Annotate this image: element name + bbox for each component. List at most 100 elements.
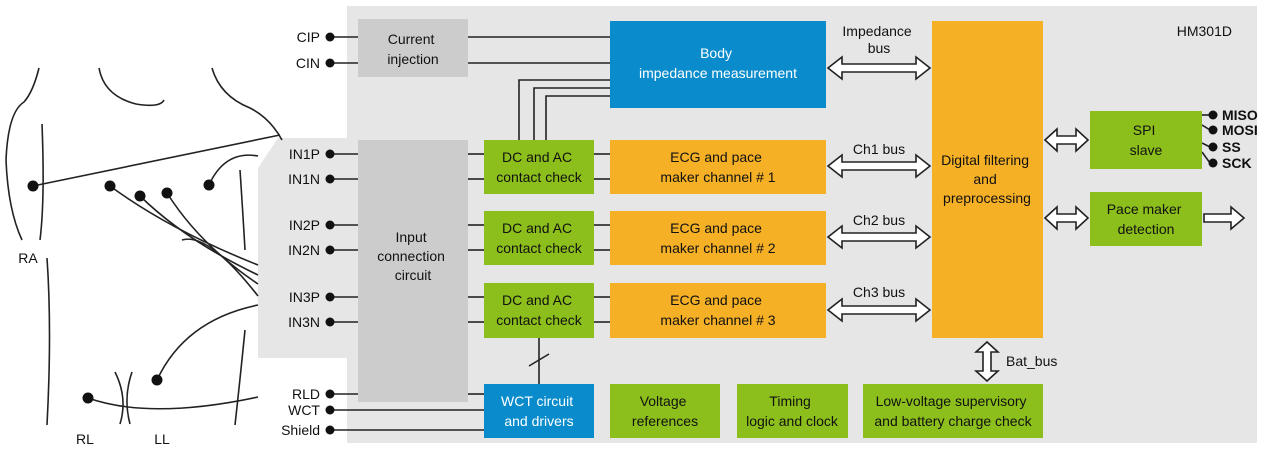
pin-ss: SS: [1222, 139, 1241, 155]
ch1-bus-arrow: [826, 153, 932, 179]
bus-arrows: [826, 55, 1246, 383]
svg-text:Voltage references: Voltage references: [632, 393, 698, 429]
block-voltage-references: Voltage references: [610, 384, 720, 438]
svg-text:DC and AC contact check: DC and AC contact check: [496, 149, 583, 185]
svg-text:Current injection: Current injection: [387, 31, 438, 67]
block-input-connection-line3: circuit: [395, 267, 432, 283]
block-body-impedance-line2: impedance measurement: [639, 65, 797, 81]
pin-cin: CIN: [296, 55, 320, 71]
impedance-bus-label: Impedance bus: [842, 23, 915, 56]
impedance-bus-arrow: [826, 55, 932, 81]
block-dc-ac-3: DC and AC contact check: [484, 283, 594, 338]
bat-bus-label: Bat_bus: [1006, 353, 1057, 369]
body-label-ll: LL: [154, 431, 170, 447]
svg-text:Input connection c: Input connection circuit: [377, 229, 449, 283]
pace-bus-arrow: [1043, 205, 1090, 231]
svg-text:ECG and pace maker chann: ECG and pace maker channel # 2: [660, 220, 775, 256]
block-wct-circuit-line1: WCT circuit: [501, 393, 573, 409]
svg-text:Timing logic and clock: Timing logic and clock: [746, 393, 839, 429]
block-body-impedance: Body impedance measurement: [610, 21, 826, 108]
block-input-connection: Input connection circuit: [358, 140, 468, 402]
block-timing-logic-line1: Timing: [769, 393, 811, 409]
block-dc-ac-2: DC and AC contact check: [484, 211, 594, 265]
electrode-rl: [82, 392, 94, 404]
block-dc-ac-1-line1: DC and AC: [502, 149, 572, 165]
block-voltage-references-line2: references: [632, 413, 698, 429]
electrode-la: [203, 179, 215, 191]
block-pace-detection-line2: detection: [1118, 221, 1175, 237]
pin-in1p: IN1P: [289, 146, 320, 162]
block-digital-filtering-line1: Digital filtering: [941, 152, 1029, 168]
electrode-ra: [27, 180, 39, 192]
block-ecg-1-line2: maker channel # 1: [660, 169, 775, 185]
block-input-connection-line2: connection: [377, 248, 445, 264]
electrode-v3: [161, 187, 173, 199]
pin-wct: WCT: [288, 402, 320, 418]
pin-in3p: IN3P: [289, 289, 320, 305]
block-spi-slave-line1: SPI: [1133, 122, 1156, 138]
block-voltage-references-line1: Voltage: [640, 393, 687, 409]
pin-in2n: IN2N: [288, 242, 320, 258]
electrode-leads: [32, 134, 281, 410]
ch1-bus-label: Ch1 bus: [853, 141, 905, 157]
electrode-v2: [134, 190, 146, 202]
block-digital-filtering-line3: preprocessing: [943, 190, 1031, 206]
ch2-bus-arrow: [826, 224, 932, 250]
pin-in1n: IN1N: [288, 171, 320, 187]
bat-bus-arrow: [973, 340, 1001, 383]
block-ecg-2-line1: ECG and pace: [670, 220, 762, 236]
signal-lines: [330, 36, 1211, 431]
svg-text:Digital filtering and: Digital filtering and preprocessing: [941, 152, 1033, 206]
pace-output-arrow: [1203, 205, 1246, 231]
ch3-bus-label: Ch3 bus: [853, 284, 905, 300]
block-ecg-3-line2: maker channel # 3: [660, 312, 775, 328]
pin-in3n: IN3N: [288, 314, 320, 330]
block-ecg-3: ECG and pace maker channel # 3: [610, 283, 826, 338]
block-low-voltage-line1: Low-voltage supervisory: [876, 393, 1027, 409]
electrode-dots: [27, 179, 215, 404]
svg-text:ECG and pace maker chann: ECG and pace maker channel # 1: [660, 149, 775, 185]
pin-shield: Shield: [281, 422, 320, 438]
block-digital-filtering: Digital filtering and preprocessing: [932, 21, 1043, 338]
pin-dots: [325, 32, 1218, 435]
block-wct-circuit-line2: and drivers: [504, 413, 573, 429]
block-input-connection-line1: Input: [395, 229, 426, 245]
block-pace-detection: Pace maker detection: [1090, 192, 1202, 246]
body-label-ra: RA: [18, 250, 38, 266]
block-dc-ac-1: DC and AC contact check: [484, 140, 594, 194]
block-current-injection-line2: injection: [387, 51, 438, 67]
block-ecg-2-line2: maker channel # 2: [660, 240, 775, 256]
pin-mosi: MOSI: [1222, 122, 1258, 138]
pin-sck: SCK: [1222, 155, 1252, 171]
block-dc-ac-2-line2: contact check: [496, 240, 583, 256]
block-ecg-3-line1: ECG and pace: [670, 292, 762, 308]
pin-miso: MISO: [1222, 107, 1258, 123]
block-dc-ac-2-line1: DC and AC: [502, 220, 572, 236]
electrode-ll: [151, 374, 163, 386]
block-timing-logic: Timing logic and clock: [737, 384, 848, 438]
block-ecg-2: ECG and pace maker channel # 2: [610, 211, 826, 265]
block-wct-circuit: WCT circuit and drivers: [484, 384, 594, 438]
spi-bus-arrow: [1043, 127, 1090, 153]
svg-text:WCT circuit and drivers: WCT circuit and drivers: [501, 393, 577, 429]
ch2-bus-label: Ch2 bus: [853, 212, 905, 228]
electrode-v1: [104, 180, 116, 192]
svg-text:DC and AC contact check: DC and AC contact check: [496, 292, 583, 328]
human-body-outline: [5, 67, 283, 426]
svg-text:Pace maker detection: Pace maker detection: [1107, 201, 1186, 237]
block-low-voltage: Low-voltage supervisory and battery char…: [863, 384, 1043, 438]
block-dc-ac-3-line2: contact check: [496, 312, 583, 328]
pin-in2p: IN2P: [289, 217, 320, 233]
block-dc-ac-1-line2: contact check: [496, 169, 583, 185]
block-spi-slave-line2: slave: [1130, 142, 1163, 158]
pin-cip: CIP: [297, 29, 320, 45]
svg-text:DC and AC contact check: DC and AC contact check: [496, 220, 583, 256]
block-current-injection: Current injection: [358, 19, 468, 77]
pin-rld: RLD: [292, 386, 320, 402]
block-low-voltage-line2: and battery charge check: [874, 413, 1032, 429]
svg-text:Body impedance measureme: Body impedance measurement: [639, 45, 797, 81]
svg-text:ECG and pace maker chann: ECG and pace maker channel # 3: [660, 292, 775, 328]
block-pace-detection-line1: Pace maker: [1107, 201, 1182, 217]
